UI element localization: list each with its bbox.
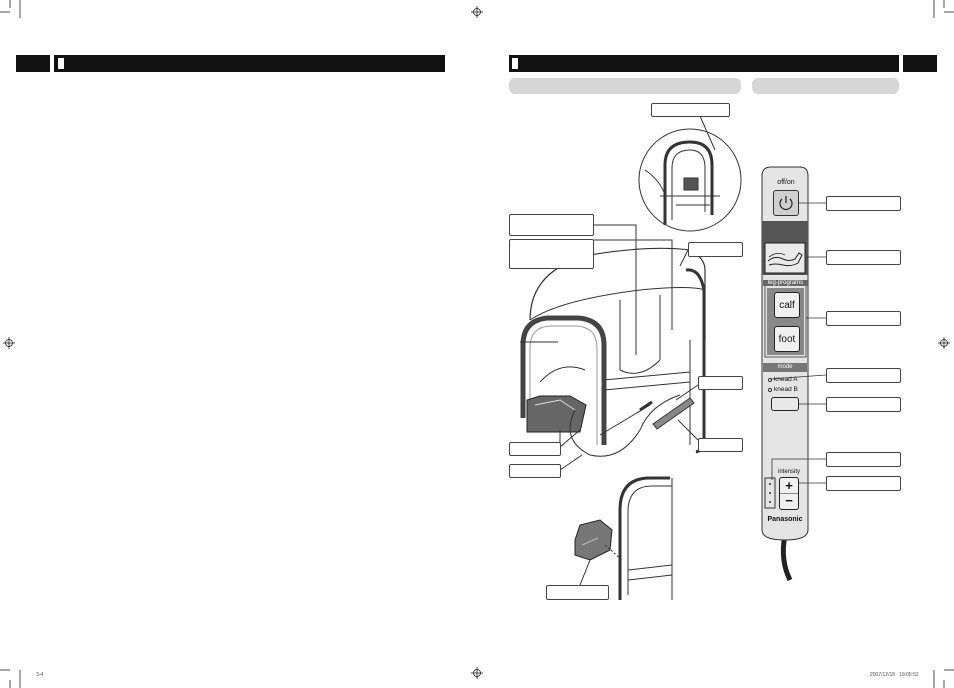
power-button[interactable] — [773, 190, 799, 216]
registration-mark-icon — [3, 337, 15, 349]
foot-label: foot — [778, 333, 796, 345]
intensity-buttons: + − — [779, 477, 799, 510]
callout-tray-detail — [546, 585, 609, 600]
print-timestamp: 2007/12/18 18:05:52 — [870, 672, 919, 678]
main-unit-section-bar — [509, 78, 741, 94]
registration-mark-icon — [471, 6, 483, 18]
registration-mark-icon — [471, 667, 483, 679]
callout-leg-programs — [826, 311, 901, 326]
leg-programs-label: leg-programs — [763, 280, 808, 286]
callout-detail-circle — [651, 103, 730, 117]
intensity-minus-button[interactable]: − — [785, 493, 793, 508]
intensity-label: intensity — [777, 469, 800, 475]
callout-upper-right — [688, 242, 743, 257]
callout-plug — [509, 464, 561, 478]
remote-section-bar — [752, 78, 899, 94]
registration-mark-icon — [938, 337, 950, 349]
callout-power — [826, 196, 901, 211]
page-code: 3-4 — [36, 672, 44, 678]
callout-intensity-buttons — [826, 476, 901, 491]
left-page-number-bar — [16, 55, 50, 72]
right-title-marker — [512, 58, 518, 69]
callout-upper-left-1 — [509, 214, 594, 236]
callout-intensity-indicator — [826, 452, 901, 467]
intensity-plus-button[interactable]: + — [780, 478, 798, 494]
mode-label: mode — [777, 364, 793, 370]
callout-upper-left-2 — [509, 239, 594, 269]
calf-label: calf — [779, 299, 795, 311]
left-title-marker — [58, 58, 64, 69]
right-title-bar — [509, 55, 899, 72]
foot-button[interactable]: foot — [774, 326, 800, 352]
callout-tray — [509, 442, 561, 456]
callout-mode-button — [826, 397, 901, 412]
calf-button[interactable]: calf — [774, 292, 800, 318]
callout-remote-small — [698, 438, 743, 452]
brand-logo: Panasonic — [767, 516, 803, 523]
callout-display — [826, 250, 901, 265]
callout-cable — [698, 376, 743, 390]
right-page-number-bar — [903, 55, 937, 72]
knead-b-label: knead B — [774, 386, 798, 393]
power-icon — [779, 196, 793, 210]
off-on-label: off/on — [777, 179, 795, 186]
legs-display-icon — [767, 252, 803, 267]
mode-button[interactable] — [771, 397, 799, 411]
callout-mode-indicator — [826, 368, 901, 383]
left-title-bar — [54, 55, 445, 72]
knead-a-label: knead A — [774, 376, 798, 383]
